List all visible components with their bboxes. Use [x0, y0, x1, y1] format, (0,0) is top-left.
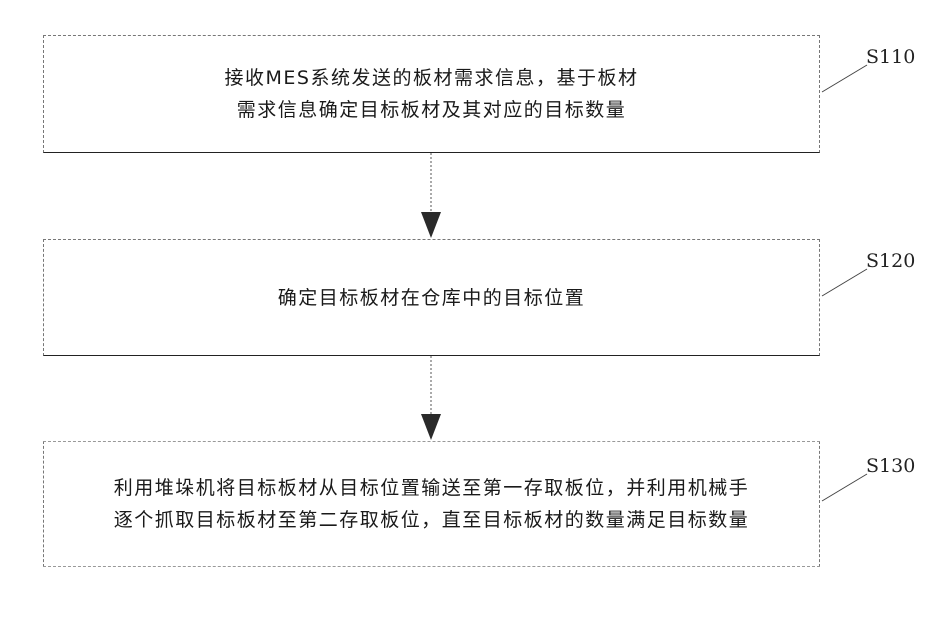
step-label: S130 [866, 455, 915, 477]
flow-arrowhead-icon [421, 212, 441, 238]
label-leader-line [822, 65, 867, 92]
label-leader-line [822, 269, 867, 296]
label-leader-line [822, 474, 867, 501]
step-label: S120 [866, 250, 915, 272]
flow-arrowhead-icon [421, 414, 441, 440]
step-label: S110 [866, 46, 915, 68]
